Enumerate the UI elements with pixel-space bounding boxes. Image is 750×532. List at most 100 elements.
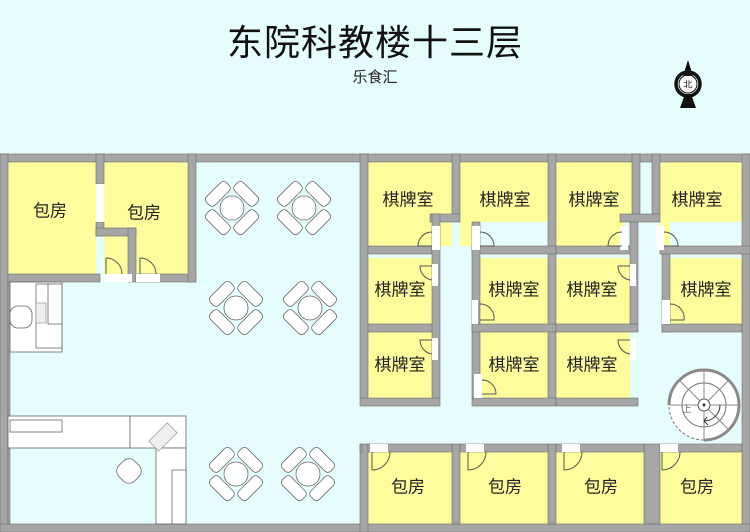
chess-room-8[interactable] <box>670 258 742 324</box>
wall <box>619 213 661 223</box>
chess-room-9[interactable] <box>368 332 432 398</box>
chess-room-5[interactable] <box>368 258 432 324</box>
room-floor <box>556 214 624 246</box>
chess-room-11[interactable] <box>556 332 630 398</box>
room-floor <box>660 162 742 222</box>
chair <box>237 309 264 336</box>
chess-room-10[interactable] <box>480 332 548 398</box>
wall <box>555 443 645 453</box>
private-room-6[interactable] <box>660 452 742 524</box>
room-label: 包房 <box>33 202 67 222</box>
wall <box>643 443 661 525</box>
room-label: 棋牌室 <box>567 356 618 376</box>
door[interactable] <box>479 231 495 247</box>
wall <box>359 153 369 399</box>
wall <box>187 153 197 283</box>
private-room-5[interactable] <box>556 452 644 524</box>
office-chair[interactable] <box>9 305 33 329</box>
office-chair[interactable] <box>113 455 144 486</box>
dining-table-set[interactable] <box>199 437 273 511</box>
wall <box>367 245 433 255</box>
chair <box>276 209 303 236</box>
computer-monitor <box>35 302 47 324</box>
door-opening <box>432 226 440 250</box>
door-opening <box>630 264 636 286</box>
door[interactable] <box>669 303 685 321</box>
wall <box>471 245 557 255</box>
room-label: 包房 <box>488 478 522 498</box>
room-label: 包房 <box>680 478 714 498</box>
door[interactable] <box>661 451 681 471</box>
dining-table-set[interactable] <box>195 171 269 245</box>
wall <box>451 153 461 215</box>
round-table <box>219 195 245 221</box>
wall <box>367 323 433 333</box>
room-label: 棋牌室 <box>383 191 434 211</box>
door[interactable] <box>663 231 679 247</box>
wall <box>359 443 369 532</box>
private-room-4[interactable] <box>460 452 548 524</box>
stairs-up-label: 上 <box>682 404 691 415</box>
door[interactable] <box>563 451 583 471</box>
computer-monitor <box>148 422 178 452</box>
wall <box>367 443 453 453</box>
room-label: 棋牌室 <box>681 281 732 301</box>
door-opening <box>472 300 478 324</box>
dining-table-set[interactable] <box>271 437 345 511</box>
dining-table-set[interactable] <box>199 271 273 345</box>
room-label: 棋牌室 <box>489 356 540 376</box>
chair <box>280 446 307 473</box>
door[interactable] <box>607 231 623 247</box>
door[interactable] <box>417 231 433 247</box>
desk <box>47 283 63 325</box>
chair <box>309 446 336 473</box>
door[interactable] <box>371 451 391 471</box>
room-label: 棋牌室 <box>567 281 618 301</box>
door[interactable] <box>467 451 487 471</box>
wall <box>451 443 461 525</box>
spiral-staircase[interactable]: 上 <box>667 368 741 442</box>
dining-table-set[interactable] <box>273 271 347 345</box>
wall <box>555 397 639 407</box>
private-room-1[interactable] <box>8 162 96 274</box>
door[interactable] <box>479 303 495 321</box>
wall <box>0 523 750 532</box>
chair <box>311 309 338 336</box>
chair <box>208 309 235 336</box>
door[interactable] <box>419 339 433 355</box>
chair <box>309 475 336 502</box>
door[interactable] <box>617 265 631 281</box>
chair <box>282 280 309 307</box>
chair <box>237 280 264 307</box>
door[interactable] <box>617 339 631 355</box>
chair <box>305 209 332 236</box>
wall <box>95 153 105 185</box>
chair <box>233 209 260 236</box>
room-floor <box>460 162 548 222</box>
wall <box>555 323 639 333</box>
door[interactable] <box>105 257 123 275</box>
door[interactable] <box>139 257 157 275</box>
round-table <box>291 195 317 221</box>
chair <box>311 280 338 307</box>
private-room-3[interactable] <box>368 452 452 524</box>
round-table <box>223 295 249 321</box>
round-table <box>295 461 321 487</box>
chess-room-6[interactable] <box>480 258 548 324</box>
door[interactable] <box>481 379 497 395</box>
dining-table-set[interactable] <box>267 171 341 245</box>
chair <box>208 475 235 502</box>
room-label: 棋牌室 <box>480 191 531 211</box>
door[interactable] <box>419 265 433 281</box>
private-room-2[interactable] <box>104 162 188 274</box>
wall <box>661 323 743 333</box>
compass-label: 北 <box>683 80 692 91</box>
door-opening <box>662 300 670 324</box>
door-opening <box>620 226 628 250</box>
door-opening <box>432 338 438 360</box>
wall <box>471 397 557 407</box>
room-label: 棋牌室 <box>569 191 620 211</box>
chess-room-7[interactable] <box>556 258 630 324</box>
door-opening <box>96 184 104 222</box>
